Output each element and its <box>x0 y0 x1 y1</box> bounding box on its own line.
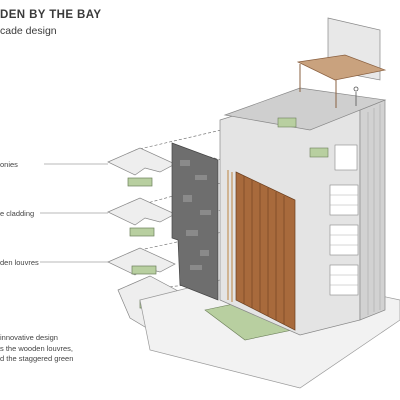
planter-3 <box>131 265 157 275</box>
louvre-slats <box>243 176 285 324</box>
roof-figures <box>353 86 359 106</box>
diagram-subtitle: cade design <box>0 25 57 37</box>
roof-planter-1 <box>277 117 297 128</box>
standalone-slats <box>227 170 233 302</box>
description-line: d the staggered green <box>0 354 74 363</box>
stone-cladding <box>171 142 219 301</box>
callout-cladding: e cladding <box>0 209 35 218</box>
balcony-slab-1 <box>107 147 176 176</box>
roof-planter-2 <box>309 147 329 158</box>
window-mullions <box>330 194 358 286</box>
stone-texture <box>180 160 211 270</box>
balcony-slab-2 <box>107 197 176 226</box>
planter-1 <box>127 177 153 187</box>
diagram-title: DEN BY THE BAY <box>0 9 102 21</box>
callout-louvres: den louvres <box>0 258 39 267</box>
planter-2 <box>129 227 155 237</box>
pergola <box>296 54 387 81</box>
wooden-louvres <box>235 171 296 331</box>
callout-balconies: onies <box>0 160 18 169</box>
window-group <box>329 144 359 296</box>
balcony-slab-3 <box>107 247 176 276</box>
description-line: innovative design <box>0 333 58 342</box>
description-text: innovative design s the wooden louvres, … <box>0 333 73 365</box>
description-line: s the wooden louvres, <box>0 343 73 353</box>
callout-lines <box>40 163 108 263</box>
side-fins <box>367 104 381 315</box>
